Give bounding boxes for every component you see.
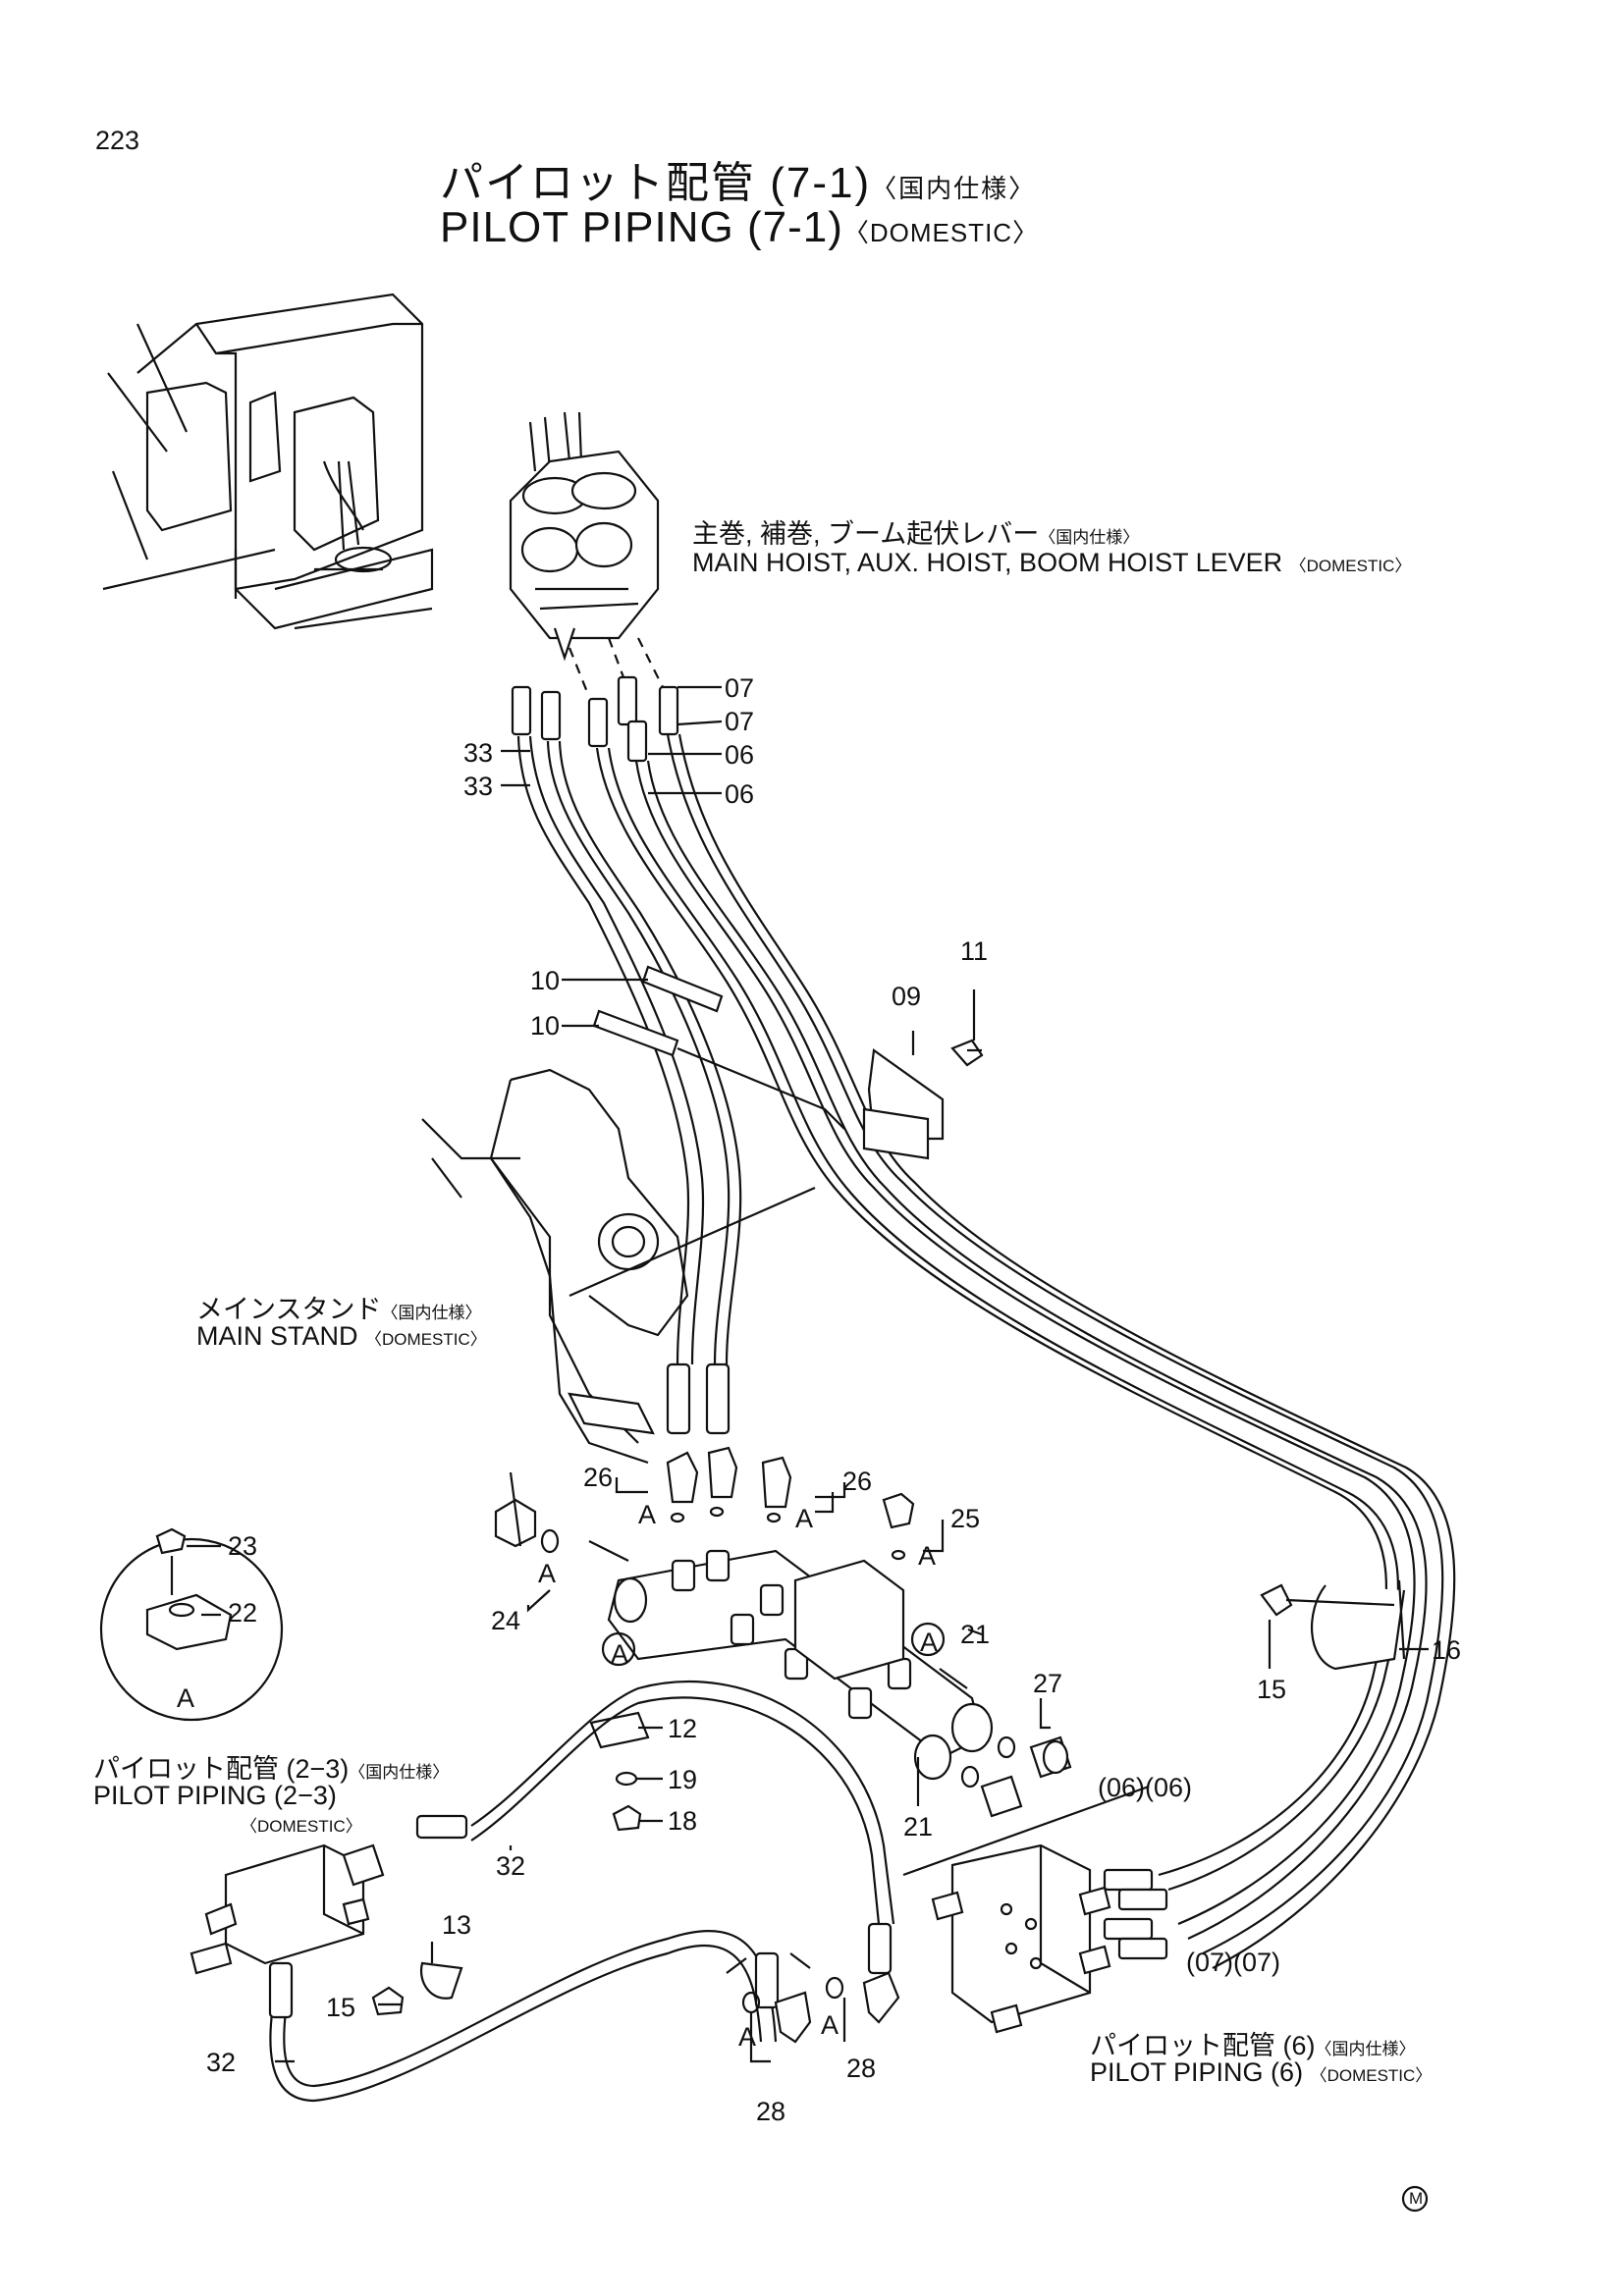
leader-lines bbox=[187, 685, 1429, 2063]
clamp-16 bbox=[1260, 1579, 1406, 1671]
protective-sleeves bbox=[592, 965, 845, 1130]
callout-21-b: 21 bbox=[903, 1812, 934, 1842]
lever-label-ja-text: 主巻, 補巻, ブーム起伏レバー bbox=[692, 519, 1040, 549]
callout-11: 11 bbox=[960, 936, 989, 966]
main-stand-label-ja: メインスタンド〈国内仕様〉 bbox=[196, 1288, 481, 1326]
callout-26-a: 26 bbox=[583, 1463, 614, 1492]
main-stand-label-ja-text: メインスタンド bbox=[196, 1295, 382, 1324]
pilot-piping-6-en-text: PILOT PIPING (6) bbox=[1090, 2057, 1304, 2087]
callout-circle-a-1: A bbox=[611, 1639, 629, 1669]
callout-28-b: 28 bbox=[846, 2054, 877, 2083]
pilot-piping-2-3-ja-text: パイロット配管 (2−3) bbox=[93, 1754, 350, 1784]
pilot-piping-6-valve bbox=[902, 1785, 1168, 2034]
pilot-piping-6-label-en: PILOT PIPING (6) 〈DOMESTIC〉 bbox=[1090, 2057, 1432, 2088]
callout-15-b: 15 bbox=[326, 1993, 356, 2022]
lever-label-en-spec: 〈DOMESTIC〉 bbox=[1289, 557, 1412, 575]
machine-cab-outline bbox=[102, 293, 434, 630]
callout-25: 25 bbox=[950, 1504, 981, 1533]
main-stand-label-en-text: MAIN STAND bbox=[196, 1321, 358, 1351]
callout-a-6: A bbox=[821, 2010, 839, 2040]
manufacturer-mark: M bbox=[1409, 2189, 1424, 2208]
callout-06-a: 06 bbox=[725, 740, 755, 770]
hose-ends-main-stand bbox=[666, 1362, 731, 1435]
bracket-and-bolt bbox=[862, 1039, 984, 1160]
pilot-piping-2-3-ja-spec: 〈国内仕様〉 bbox=[349, 1763, 450, 1782]
callout-06-b: 06 bbox=[725, 779, 755, 809]
callout-23: 23 bbox=[228, 1531, 258, 1561]
title-english: PILOT PIPING (7-1)〈DOMESTIC〉 bbox=[440, 203, 1039, 252]
callout-10-a: 10 bbox=[530, 966, 561, 995]
clamp-12-hardware bbox=[589, 1711, 650, 1832]
callout-24: 24 bbox=[491, 1606, 521, 1635]
lever-label-en-text: MAIN HOIST, AUX. HOIST, BOOM HOIST LEVER bbox=[692, 548, 1283, 577]
pilot-piping-2-3-label-ja: パイロット配管 (2−3)〈国内仕様〉 bbox=[93, 1747, 449, 1786]
callout-07-b: 07 bbox=[725, 707, 755, 736]
callout-18: 18 bbox=[668, 1806, 698, 1836]
lever-label-ja-spec: 〈国内仕様〉 bbox=[1039, 528, 1140, 547]
title-ja-text: パイロット配管 (7-1) bbox=[440, 159, 872, 207]
main-stand bbox=[421, 1068, 816, 1465]
callout-a-3: A bbox=[538, 1559, 557, 1588]
detail-circle-a bbox=[99, 1527, 284, 1722]
pilot-piping-2-3-label-en: PILOT PIPING (2−3) bbox=[93, 1781, 337, 1811]
pilot-hoses bbox=[511, 637, 1456, 1969]
hoist-lever-valve bbox=[509, 411, 660, 662]
manifold-block bbox=[588, 1540, 994, 1781]
callout-a-4: A bbox=[918, 1541, 937, 1571]
callout-28-a: 28 bbox=[756, 2097, 786, 2126]
lower-hoses-32 bbox=[268, 1680, 895, 2103]
callout-27: 27 bbox=[1033, 1669, 1063, 1698]
main-stand-label-ja-spec: 〈国内仕様〉 bbox=[381, 1304, 482, 1322]
callout-10-b: 10 bbox=[530, 1011, 561, 1041]
pilot-piping-2-3-en-spec: 〈DOMESTIC〉 bbox=[241, 1817, 362, 1836]
lever-label-en: MAIN HOIST, AUX. HOIST, BOOM HOIST LEVER… bbox=[692, 548, 1411, 578]
callout-06-06: (06)(06) bbox=[1098, 1773, 1193, 1802]
plugs bbox=[494, 1492, 1072, 1818]
pilot-piping-6-label-ja: パイロット配管 (6)〈国内仕様〉 bbox=[1090, 2024, 1416, 2062]
callout-13: 13 bbox=[442, 1910, 472, 1940]
callout-32-a: 32 bbox=[496, 1851, 526, 1881]
main-stand-label-en: MAIN STAND 〈DOMESTIC〉 bbox=[196, 1321, 487, 1352]
pilot-piping-2-3-en-text: PILOT PIPING (2−3) bbox=[93, 1781, 337, 1810]
page-number: 223 bbox=[95, 126, 140, 155]
callout-07-07: (07)(07) bbox=[1186, 1948, 1281, 1977]
callout-16: 16 bbox=[1432, 1635, 1462, 1665]
callout-a-5: A bbox=[738, 2022, 757, 2052]
pilot-piping-2-3-valve bbox=[189, 1843, 385, 1975]
pilot-piping-6-en-spec: 〈DOMESTIC〉 bbox=[1310, 2066, 1433, 2085]
callout-circle-a-2: A bbox=[920, 1628, 939, 1657]
adapters-26 bbox=[615, 1446, 846, 1523]
callout-21-a: 21 bbox=[960, 1620, 991, 1649]
callout-33-b: 33 bbox=[463, 772, 494, 801]
callout-a-2: A bbox=[795, 1504, 814, 1533]
callout-15-a: 15 bbox=[1257, 1675, 1287, 1704]
callout-33-a: 33 bbox=[463, 738, 494, 768]
title-ja-spec: 〈国内仕様〉 bbox=[871, 174, 1037, 203]
title-en-text: PILOT PIPING (7-1) bbox=[440, 203, 843, 251]
callout-12: 12 bbox=[668, 1714, 698, 1743]
callout-07-a: 07 bbox=[725, 673, 755, 703]
callout-32-b: 32 bbox=[206, 2048, 237, 2077]
callout-19: 19 bbox=[668, 1765, 698, 1794]
callout-a-1: A bbox=[638, 1500, 657, 1529]
pilot-piping-6-ja-text: パイロット配管 (6) bbox=[1090, 2031, 1316, 2060]
callout-22: 22 bbox=[228, 1598, 258, 1628]
title-en-spec: 〈DOMESTIC〉 bbox=[842, 218, 1040, 247]
callout-26-b: 26 bbox=[842, 1467, 873, 1496]
main-stand-label-en-spec: 〈DOMESTIC〉 bbox=[365, 1330, 487, 1349]
callout-09: 09 bbox=[892, 982, 922, 1011]
pilot-piping-6-ja-spec: 〈国内仕様〉 bbox=[1315, 2040, 1416, 2058]
lever-label-ja: 主巻, 補巻, ブーム起伏レバー〈国内仕様〉 bbox=[692, 512, 1139, 551]
detail-a-letter: A bbox=[177, 1683, 195, 1713]
clamp-13-hardware bbox=[371, 1961, 463, 2016]
title-japanese: パイロット配管 (7-1)〈国内仕様〉 bbox=[440, 147, 1036, 210]
callout-a-markers bbox=[601, 1622, 1429, 2213]
